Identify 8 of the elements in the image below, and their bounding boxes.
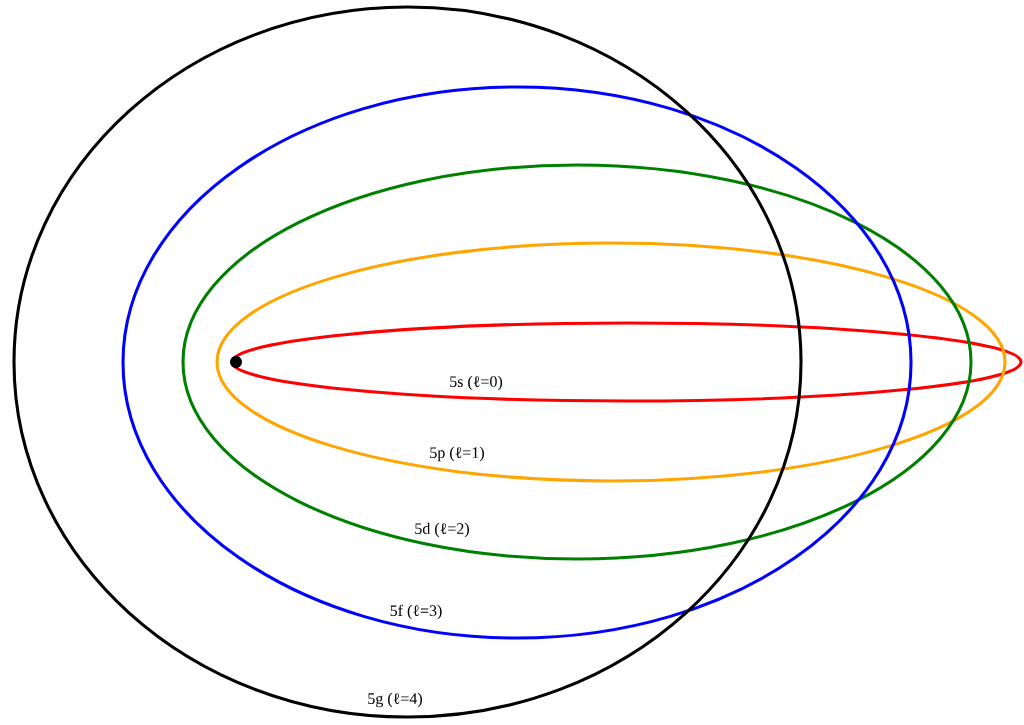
orbit-label: 5p (ℓ=1) — [430, 446, 484, 462]
orbit-label: 5d (ℓ=2) — [415, 522, 469, 538]
orbit-ellipse — [121, 85, 913, 640]
orbit-ellipse — [181, 163, 973, 561]
orbit-label: 5s (ℓ=0) — [450, 375, 503, 391]
orbit-ellipse — [12, 5, 803, 719]
orbit-label: 5g (ℓ=4) — [368, 692, 422, 708]
orbit-label: 5f (ℓ=3) — [390, 604, 442, 620]
